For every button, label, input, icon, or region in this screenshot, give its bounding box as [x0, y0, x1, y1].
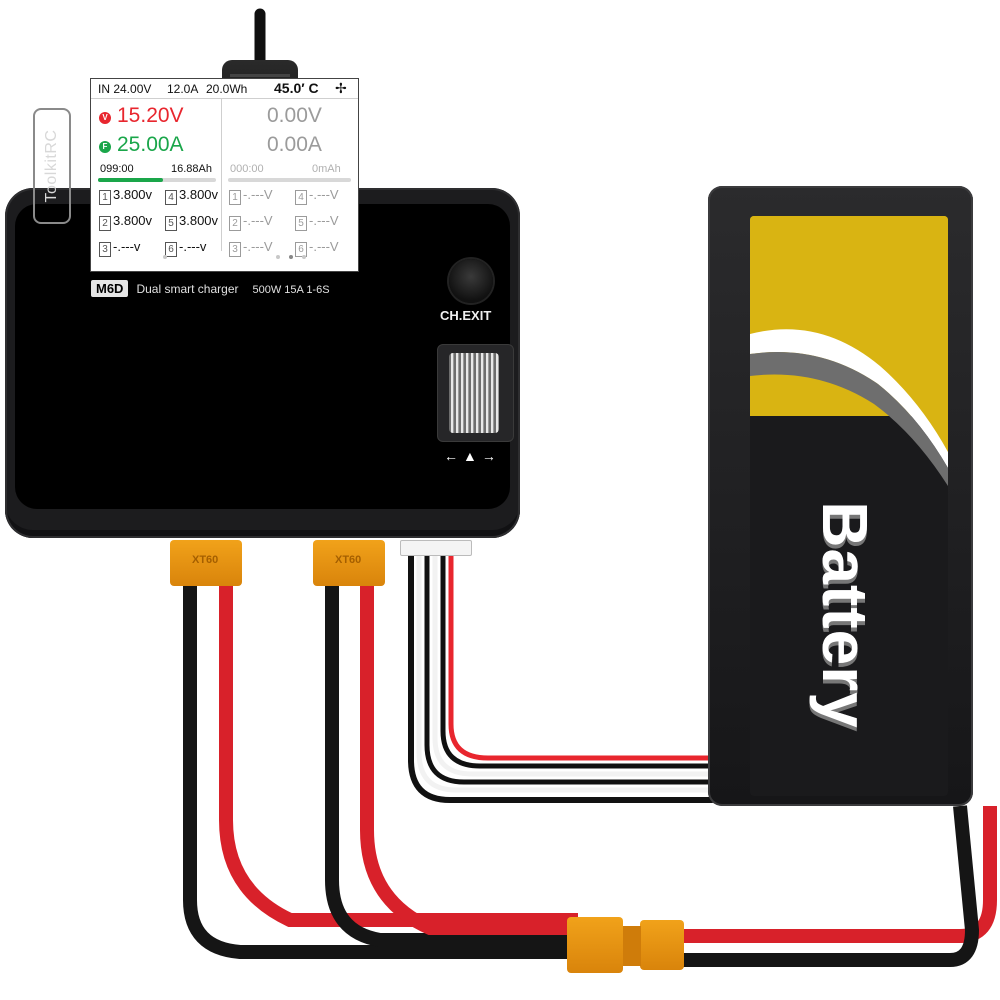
- cell-value: -.---V: [243, 239, 273, 254]
- cell-index: 2: [229, 216, 241, 231]
- cell-voltage: 4-.---V: [295, 187, 339, 205]
- cell-index: 4: [295, 190, 307, 205]
- channel-divider: [221, 98, 222, 251]
- scroll-wheel[interactable]: [449, 353, 499, 433]
- page-indicator: [91, 255, 358, 265]
- battery-black-lead: [683, 805, 980, 967]
- cell-index: 3: [99, 242, 111, 257]
- ch1-progress-fill: [98, 178, 163, 182]
- ch1-voltage: 15.20V: [117, 104, 184, 127]
- model-text: Dual smart charger: [136, 282, 239, 296]
- current-badge-icon: F: [99, 140, 111, 153]
- brand-logo: ToolkitRC: [33, 108, 71, 224]
- cell-value: -.---V: [243, 213, 273, 228]
- battery-graphic: [750, 216, 948, 486]
- voltage-badge-icon: V: [99, 111, 111, 124]
- left-xt60-connector: XT60: [170, 540, 242, 586]
- cell-value: 3.800v: [179, 213, 219, 228]
- ch2-current: 0.00A: [267, 133, 322, 156]
- battery-red-lead: [683, 806, 997, 943]
- ch2-time: 000:00: [230, 163, 264, 175]
- balance-plug: [400, 540, 472, 556]
- cell-index: 6: [295, 242, 307, 257]
- input-current: 12.0A: [167, 82, 199, 96]
- cell-index: 2: [99, 216, 111, 231]
- ch1-current-row: F 25.00A: [99, 133, 184, 157]
- left-red-lead: [219, 586, 578, 927]
- ch1-current: 25.00A: [117, 133, 184, 156]
- cell-value: -.---V: [309, 239, 339, 254]
- cell-index: 1: [229, 190, 241, 205]
- cell-value: 3.800v: [113, 187, 153, 202]
- cell-index: 3: [229, 242, 241, 257]
- ch2-voltage: 0.00V: [267, 104, 322, 127]
- cell-value: -.---V: [243, 187, 273, 202]
- ch2-progress-track: [228, 178, 351, 182]
- cell-value: -.---V: [309, 213, 339, 228]
- status-bar: IN 24.00V 12.0A 20.0Wh 45.0′ C ✢: [91, 79, 358, 99]
- ch-exit-button[interactable]: [449, 259, 493, 303]
- left-black-lead: [183, 586, 578, 959]
- input-energy: 20.0Wh: [206, 82, 248, 96]
- nav-arrows-icon: ←▲→: [444, 448, 501, 464]
- temperature: 45.0′ C: [274, 80, 319, 96]
- fan-icon: ✢: [335, 80, 347, 96]
- input-voltage: IN 24.00V: [98, 82, 152, 96]
- cell-voltage: 5-.---V: [295, 213, 339, 231]
- ch1-time: 099:00: [100, 163, 134, 175]
- cell-index: 6: [165, 242, 177, 257]
- balance-lead: [408, 549, 715, 803]
- cell-index: 4: [165, 190, 177, 205]
- model-tag: M6D: [91, 280, 129, 297]
- model-label: M6D Dual smart charger 500W 15A 1-6S: [91, 280, 330, 298]
- ch1-capacity: 16.88Ah: [171, 163, 212, 175]
- cell-voltage: 3-.---v: [99, 239, 140, 257]
- cell-voltage: 6-.---V: [295, 239, 339, 257]
- cell-index: 5: [295, 216, 307, 231]
- right-red-lead: [360, 586, 578, 935]
- coupler-shell: [623, 926, 641, 966]
- cell-index: 1: [99, 190, 111, 205]
- scroll-wheel-housing: [437, 344, 514, 442]
- cell-value: -.---v: [113, 239, 141, 254]
- battery-label: Battery: [809, 501, 881, 729]
- cell-value: -.---V: [309, 187, 339, 202]
- cell-voltage: 1-.---V: [229, 187, 273, 205]
- cell-value: 3.800v: [179, 187, 219, 202]
- ch2-capacity: 0mAh: [312, 163, 341, 175]
- right-black-lead: [325, 586, 578, 947]
- cell-index: 5: [165, 216, 177, 231]
- battery-face: [750, 216, 948, 796]
- lcd-screen: IN 24.00V 12.0A 20.0Wh 45.0′ C ✢ V 15.20V…: [90, 78, 359, 272]
- cell-voltage: 6-.---v: [165, 239, 206, 257]
- cell-voltage: 3-.---V: [229, 239, 273, 257]
- ch1-progress-track: [98, 178, 216, 182]
- cell-voltage: 2-.---V: [229, 213, 273, 231]
- coupler-xt60-male: [567, 917, 623, 973]
- battery-pack: [708, 186, 973, 806]
- cell-value: -.---v: [179, 239, 207, 254]
- model-spec: 500W 15A 1-6S: [252, 284, 330, 296]
- ch1-voltage-row: V 15.20V: [99, 104, 184, 128]
- cell-value: 3.800v: [113, 213, 153, 228]
- ch-exit-label: CH.EXIT: [440, 308, 492, 323]
- right-xt60-connector: XT60: [313, 540, 385, 586]
- coupler-xt60-female: [640, 920, 684, 970]
